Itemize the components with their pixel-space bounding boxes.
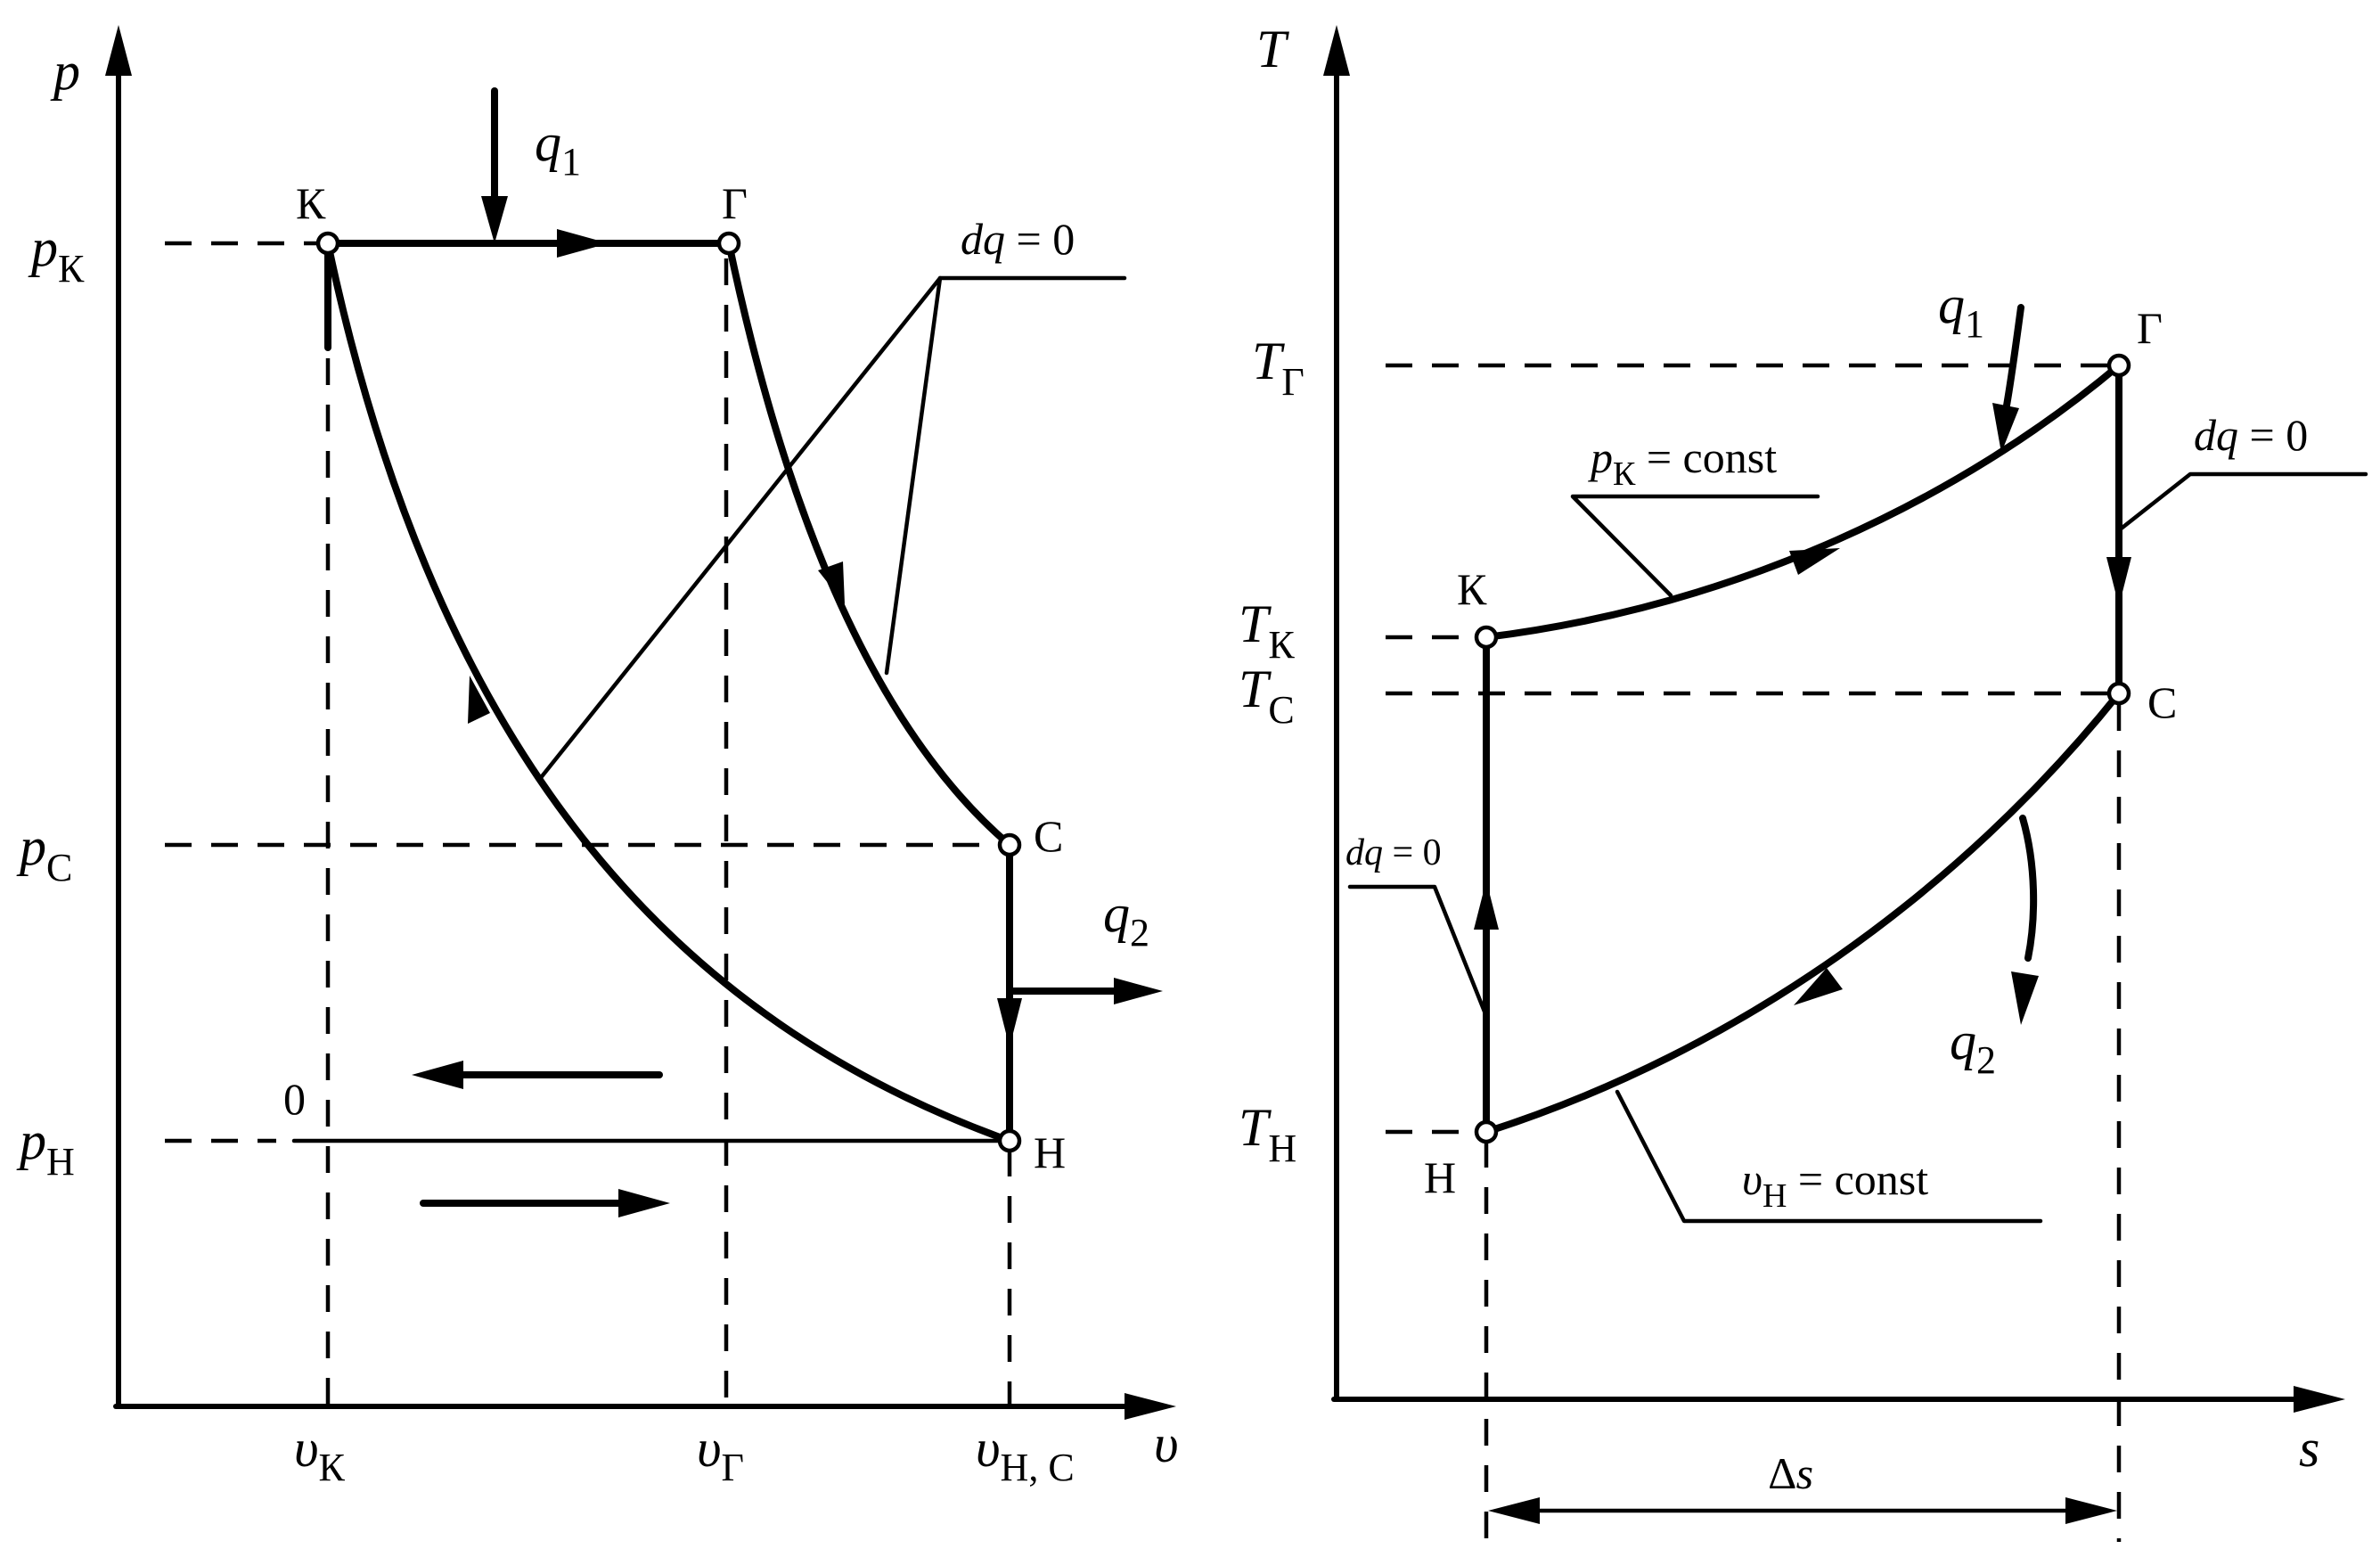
ts-isobar-label: pК = const	[1588, 432, 1777, 493]
ts-point-C-label: С	[2147, 677, 2177, 727]
pv-point-0-label: 0	[283, 1074, 306, 1124]
ts-isochore-label: υН = const	[1742, 1154, 1928, 1215]
ts-point-G-label: Г	[2137, 303, 2163, 353]
pv-label-pC: pС	[16, 817, 72, 889]
ts-q1-label: q1	[1938, 275, 1984, 346]
ts-label-TH: TН	[1239, 1098, 1296, 1170]
ts-adiabat-left-leader	[1347, 884, 1489, 1019]
ts-axis-x-label: s	[2299, 1419, 2319, 1478]
ts-isobar-leader	[1570, 494, 1820, 598]
ts-point-C	[2106, 681, 2131, 706]
ts-isobar-K-G	[1483, 362, 2122, 641]
ts-q2-label: q2	[1950, 1012, 1996, 1082]
pv-point-G-label: Г	[722, 178, 748, 228]
ts-q2-arrow-shaft	[2019, 815, 2038, 962]
ts-label-TC: TС	[1239, 660, 1295, 732]
pv-q1-label: q1	[535, 113, 581, 184]
ts-point-H-label: Н	[1424, 1152, 1456, 1202]
ts-adiabat-arrow	[2106, 557, 2131, 606]
pv-point-H	[997, 1128, 1022, 1153]
pv-compression-H-K	[324, 240, 1013, 1144]
ts-isochore-C-H	[1483, 690, 2122, 1135]
pv-q1-arrow-head	[481, 196, 508, 243]
ts-isochore-leader	[1615, 1089, 2043, 1224]
pv-label-pH: pН	[16, 1111, 75, 1184]
pv-q2-label: q2	[1103, 884, 1149, 955]
pv-label-vHC: υН, С	[976, 1419, 1075, 1489]
pv-adiabat-arrow	[818, 561, 845, 604]
pv-compression-arrow	[468, 676, 490, 724]
pv-point-K-label: К	[296, 178, 326, 228]
ts-adiabat-left-arrow	[1474, 881, 1499, 930]
ts-adiabat-left-label: dq = 0	[1345, 832, 1442, 873]
ts-point-K-label: К	[1457, 564, 1487, 614]
pv-label-pK: pК	[28, 218, 85, 291]
ts-delta-s-arrow-right	[2065, 1497, 2117, 1524]
ts-isochore-arrow	[1794, 968, 1843, 1005]
pv-point-C-label: С	[1034, 811, 1063, 861]
ts-delta-s-label: ∆s	[1769, 1448, 1813, 1498]
ts-q2-arrow-head	[2011, 971, 2039, 1025]
ts-delta-s-arrow-left	[1488, 1497, 1540, 1524]
pv-q2-arrow-head	[1114, 978, 1163, 1004]
pv-point-K	[315, 231, 340, 256]
ts-isobar-arrow	[1789, 548, 1840, 575]
pv-label-vG: υГ	[697, 1419, 744, 1489]
ts-point-K	[1474, 625, 1499, 650]
ts-q1-arrow-head	[1992, 403, 2019, 453]
pv-isochore-arrow	[997, 998, 1022, 1047]
ts-label-TK: TК	[1239, 594, 1295, 667]
ts-diagram: T s TГ TК TС TН Г К С Н q1 q2 dq = 0 dq …	[1239, 20, 2368, 1542]
pv-point-C	[997, 832, 1022, 857]
ts-axis-x-arrow	[2294, 1386, 2345, 1413]
pv-diagram: p υ pК pС pН υК υГ υН, С К Г С Н 0 q1 q2…	[16, 25, 1179, 1489]
ts-axis-y-arrow	[1323, 25, 1350, 76]
ts-adiabat-right-leader	[2116, 471, 2368, 533]
pv-adiabat-label: dq = 0	[961, 214, 1075, 264]
pv-axis-y-arrow	[105, 25, 132, 76]
ts-point-G	[2106, 353, 2131, 378]
pv-flow-arrow-right-head	[618, 1189, 670, 1217]
pv-adiabat-leader	[536, 275, 943, 783]
ts-axis-y-label: T	[1256, 20, 1289, 78]
pv-axis-x-label: υ	[1154, 1414, 1179, 1473]
ts-adiabat-right-label: dq = 0	[2194, 410, 2308, 460]
pv-adiabat-G-C	[725, 240, 1013, 848]
pv-isobar-arrow	[557, 229, 609, 258]
pv-point-H-label: Н	[1034, 1127, 1066, 1177]
ts-label-TG: TГ	[1252, 332, 1305, 404]
ts-point-H	[1474, 1119, 1499, 1144]
pv-axis-y-label: p	[50, 42, 80, 101]
ts-q1-arrow-shaft	[2003, 304, 2024, 409]
pv-flow-arrow-left-head	[412, 1061, 463, 1089]
pv-point-G	[716, 231, 741, 256]
pv-label-vK: υК	[294, 1419, 346, 1489]
pv-axis-x-arrow	[1125, 1393, 1176, 1420]
